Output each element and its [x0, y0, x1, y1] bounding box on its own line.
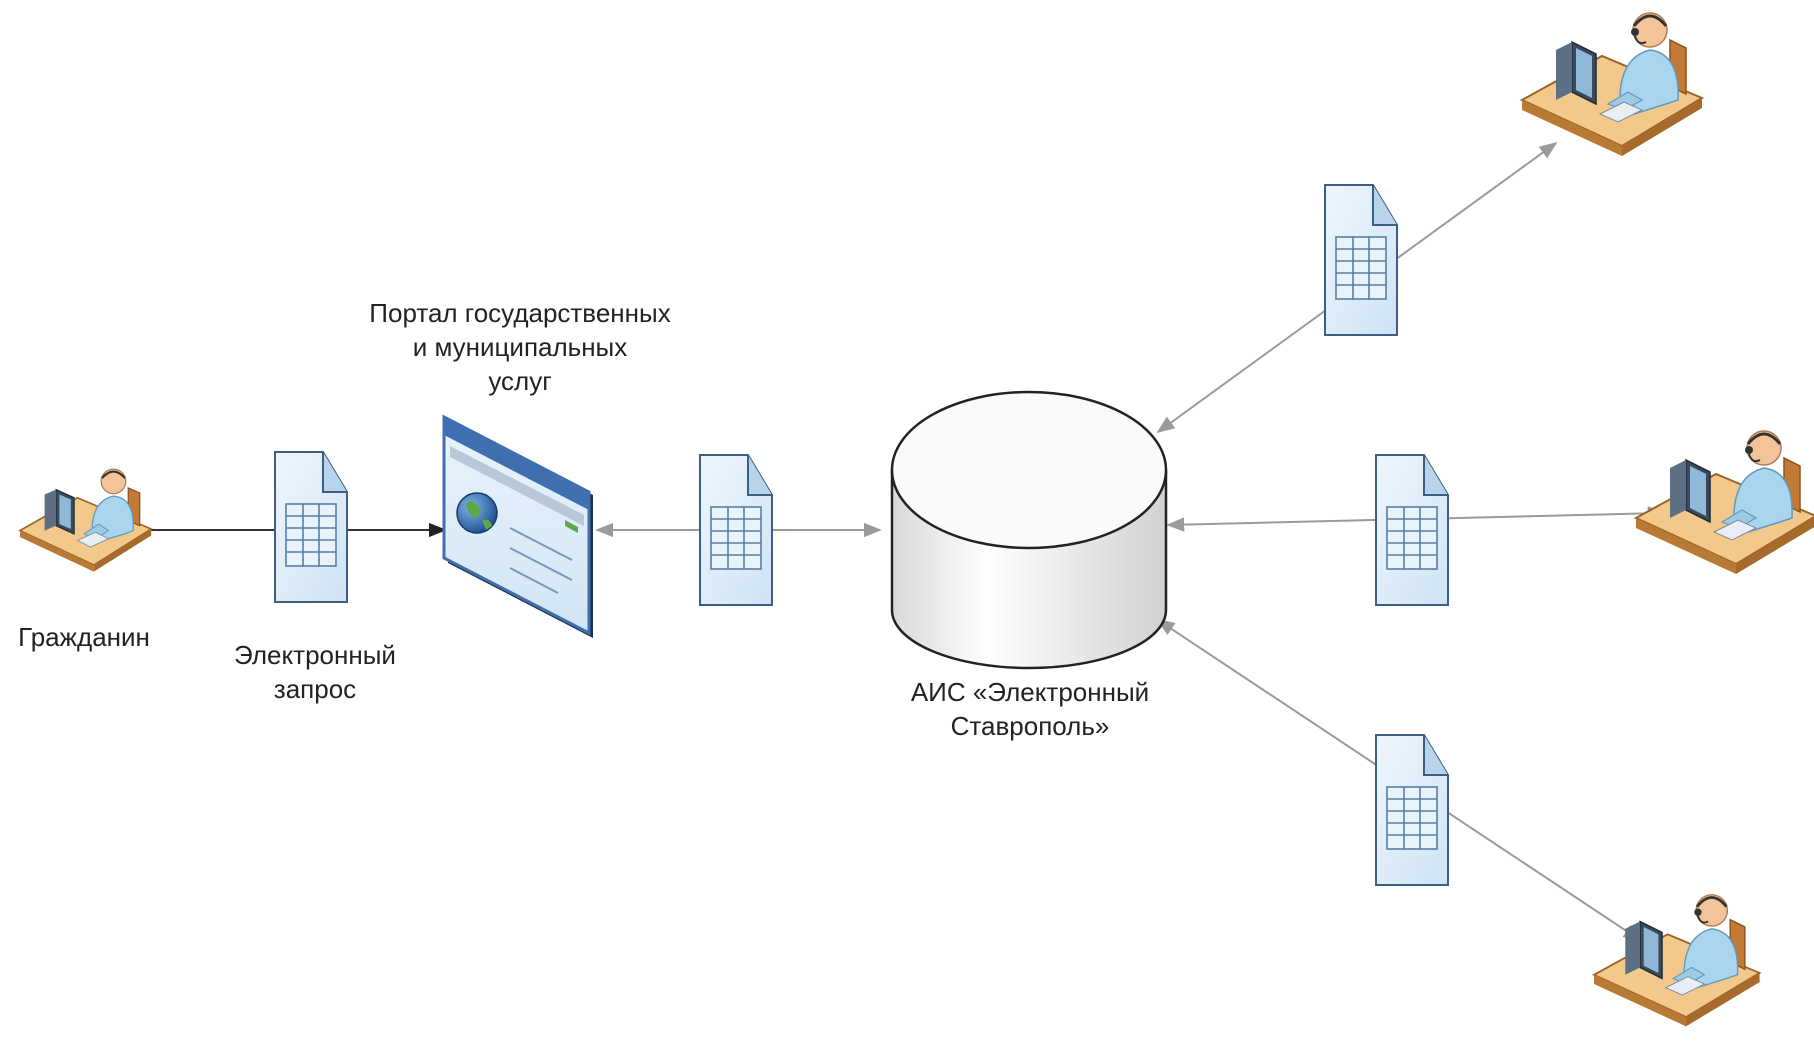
portal-label: Портал государственных и муниципальных у… — [330, 296, 710, 398]
operator-middle-icon — [1634, 429, 1814, 576]
ais-label: АИС «Электронный Ставрополь» — [870, 675, 1190, 743]
portal-label-line3: услуг — [488, 366, 552, 396]
electronic-request-line1: Электронный — [234, 640, 396, 670]
ais-label-line1: АИС «Электронный — [910, 677, 1150, 707]
electronic-request-line2: запрос — [273, 674, 357, 704]
portal-label-line1: Портал государственных — [369, 298, 671, 328]
ais-operator-top-document-icon — [1324, 184, 1398, 336]
electronic-request-document-icon — [274, 451, 348, 603]
portal-label-line2: и муниципальных — [412, 332, 628, 362]
ais-label-line2: Ставрополь» — [950, 711, 1110, 741]
electronic-request-label: Электронный запрос — [210, 638, 420, 706]
citizen-label-text: Гражданин — [18, 622, 150, 652]
operator-bottom-icon — [1592, 893, 1761, 1028]
ais-operator-bottom-document-icon — [1375, 734, 1449, 886]
portal-ais-document-icon — [699, 454, 773, 606]
portal-browser-icon — [442, 414, 593, 638]
citizen-user-icon — [18, 468, 153, 573]
citizen-label: Гражданин — [4, 620, 164, 654]
ais-operator-middle-document-icon — [1375, 454, 1449, 606]
operator-top-icon — [1520, 11, 1704, 158]
ais-database-icon — [890, 390, 1168, 670]
